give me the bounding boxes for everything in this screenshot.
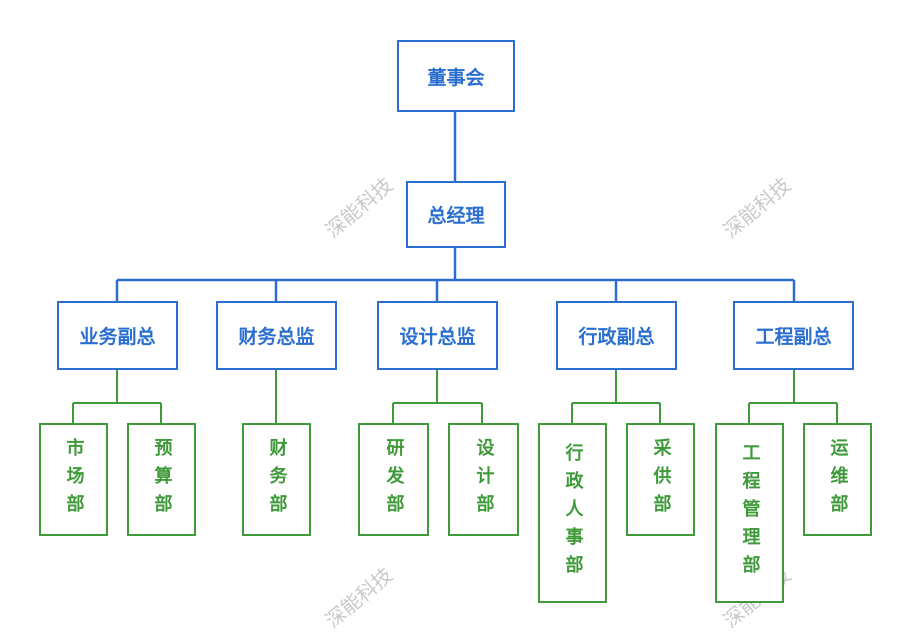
department-box: 运维部 <box>803 423 872 536</box>
executive-box: 工程副总 <box>733 301 854 370</box>
department-label: 工程管理部 <box>739 443 761 583</box>
department-label: 行政人事部 <box>562 443 584 583</box>
board-box: 董事会 <box>397 40 515 112</box>
department-box: 市场部 <box>39 423 108 536</box>
department-label: 采供部 <box>650 437 672 522</box>
department-label: 预算部 <box>151 437 173 522</box>
board-label: 董事会 <box>427 66 485 89</box>
department-box: 研发部 <box>358 423 429 536</box>
executive-box: 业务副总 <box>57 301 178 370</box>
executive-label: 设计总监 <box>399 326 476 348</box>
general-manager-box: 总经理 <box>406 181 506 248</box>
executive-box: 财务总监 <box>216 301 337 370</box>
department-box: 工程管理部 <box>715 423 784 603</box>
department-label: 市场部 <box>63 437 85 522</box>
general-manager-label: 总经理 <box>427 205 485 227</box>
department-box: 行政人事部 <box>538 423 607 603</box>
department-box: 预算部 <box>127 423 196 536</box>
department-label: 运维部 <box>827 437 849 522</box>
executive-label: 行政副总 <box>578 326 655 348</box>
executive-label: 业务副总 <box>79 326 156 348</box>
department-label: 财务部 <box>266 437 288 522</box>
executive-box: 设计总监 <box>377 301 498 370</box>
department-box: 财务部 <box>242 423 311 536</box>
department-label: 研发部 <box>383 437 405 522</box>
department-box: 采供部 <box>626 423 695 536</box>
executive-box: 行政副总 <box>556 301 677 370</box>
department-box: 设计部 <box>448 423 519 536</box>
department-label: 设计部 <box>473 437 495 522</box>
executive-label: 工程副总 <box>755 326 832 348</box>
executive-label: 财务总监 <box>238 326 315 348</box>
